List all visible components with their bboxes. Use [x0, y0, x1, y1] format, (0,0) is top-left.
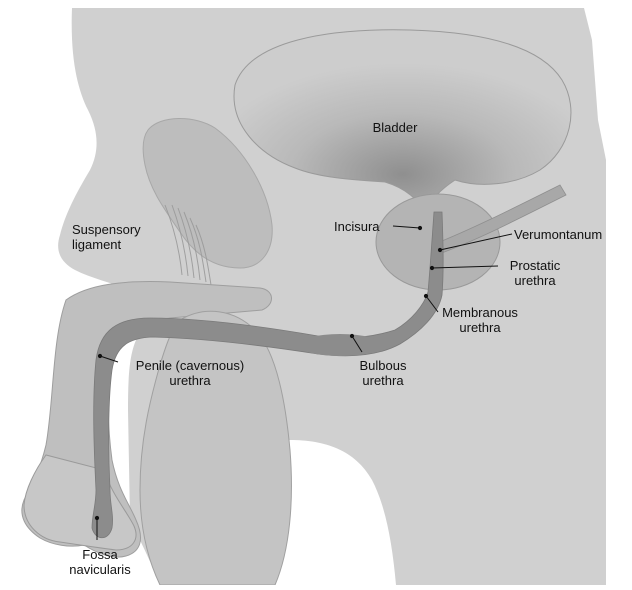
- label-membranous-line1: Membranous: [432, 305, 528, 320]
- bulbous-urethra-shape: [298, 334, 382, 356]
- label-bulbous-urethra: Bulbous urethra: [348, 358, 418, 388]
- label-bulbous-line2: urethra: [348, 373, 418, 388]
- label-incisura: Incisura: [334, 219, 380, 234]
- label-prostatic-line1: Prostatic: [500, 258, 570, 273]
- label-suspensory-line1: Suspensory: [72, 222, 141, 237]
- label-verumontanum: Verumontanum: [514, 227, 602, 242]
- label-prostatic-urethra: Prostatic urethra: [500, 258, 570, 288]
- label-penile-line1: Penile (cavernous): [120, 358, 260, 373]
- label-suspensory-line2: ligament: [72, 237, 141, 252]
- label-verumontanum-text: Verumontanum: [514, 227, 602, 242]
- label-fossa-line1: Fossa: [60, 547, 140, 562]
- label-penile-line2: urethra: [120, 373, 260, 388]
- label-penile-urethra: Penile (cavernous) urethra: [120, 358, 260, 388]
- label-incisura-text: Incisura: [334, 219, 380, 234]
- label-bladder-text: Bladder: [373, 120, 418, 135]
- glans: [24, 455, 136, 550]
- label-prostatic-line2: urethra: [500, 273, 570, 288]
- label-suspensory-ligament: Suspensory ligament: [72, 222, 141, 252]
- label-fossa-navicularis: Fossa navicularis: [60, 547, 140, 577]
- label-membranous-urethra: Membranous urethra: [432, 305, 528, 335]
- label-membranous-line2: urethra: [432, 320, 528, 335]
- label-bladder: Bladder: [364, 120, 426, 135]
- label-fossa-line2: navicularis: [60, 562, 140, 577]
- label-bulbous-line1: Bulbous: [348, 358, 418, 373]
